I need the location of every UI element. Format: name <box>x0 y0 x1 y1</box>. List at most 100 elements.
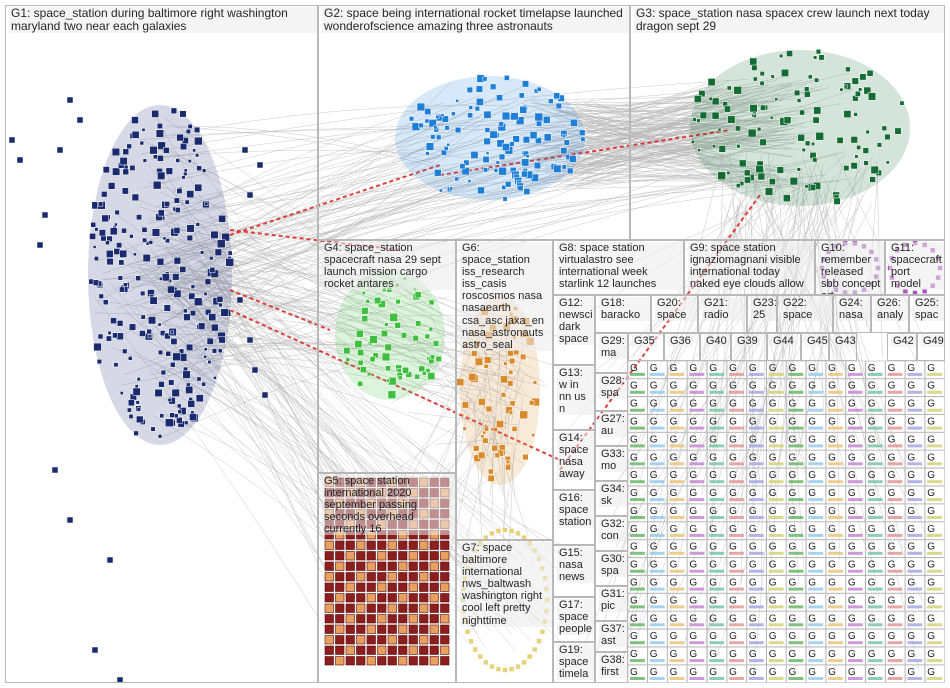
node[interactable] <box>354 340 363 348</box>
node[interactable] <box>398 656 408 666</box>
node[interactable] <box>98 293 104 299</box>
node[interactable] <box>649 408 665 412</box>
node[interactable] <box>520 353 527 360</box>
node[interactable] <box>356 593 366 603</box>
node[interactable] <box>847 390 863 394</box>
node[interactable] <box>408 551 418 561</box>
node[interactable] <box>211 348 218 354</box>
node[interactable] <box>335 614 345 624</box>
node[interactable] <box>414 373 420 380</box>
node[interactable] <box>184 199 190 205</box>
node[interactable] <box>735 125 741 132</box>
node[interactable] <box>209 256 214 261</box>
node[interactable] <box>455 99 459 103</box>
node[interactable] <box>148 240 154 245</box>
node[interactable] <box>398 603 408 613</box>
node[interactable] <box>495 160 500 165</box>
node[interactable] <box>387 390 397 399</box>
node[interactable] <box>402 366 409 374</box>
node[interactable] <box>561 164 567 170</box>
node[interactable] <box>408 572 418 582</box>
node[interactable] <box>454 126 462 134</box>
node[interactable] <box>853 112 858 117</box>
node[interactable] <box>126 407 132 413</box>
node[interactable] <box>112 167 121 176</box>
node[interactable] <box>196 376 202 382</box>
node[interactable] <box>428 299 435 306</box>
node[interactable] <box>697 148 701 152</box>
node[interactable] <box>788 390 804 394</box>
node[interactable] <box>356 582 366 592</box>
node[interactable] <box>828 372 843 376</box>
node[interactable] <box>131 193 140 202</box>
node[interactable] <box>414 291 422 299</box>
node[interactable] <box>424 108 432 115</box>
node[interactable] <box>366 561 376 571</box>
node[interactable] <box>139 330 146 337</box>
node[interactable] <box>483 659 489 666</box>
node[interactable] <box>356 551 366 561</box>
node[interactable] <box>98 229 106 237</box>
node[interactable] <box>811 141 815 146</box>
node[interactable] <box>386 378 390 383</box>
node[interactable] <box>768 390 784 394</box>
node[interactable] <box>377 603 387 613</box>
node[interactable] <box>400 332 407 339</box>
node[interactable] <box>419 551 429 561</box>
node[interactable] <box>482 156 490 163</box>
node[interactable] <box>808 372 824 376</box>
node[interactable] <box>213 376 217 380</box>
node[interactable] <box>570 118 578 127</box>
node[interactable] <box>173 227 181 234</box>
node[interactable] <box>227 250 233 256</box>
node[interactable] <box>711 111 720 120</box>
node[interactable] <box>788 426 804 430</box>
node[interactable] <box>500 375 508 384</box>
node[interactable] <box>863 86 872 95</box>
node[interactable] <box>361 291 366 295</box>
node[interactable] <box>866 69 874 77</box>
node[interactable] <box>136 377 141 382</box>
node[interactable] <box>398 614 408 624</box>
node[interactable] <box>202 168 207 173</box>
node[interactable] <box>398 582 408 592</box>
node[interactable] <box>324 614 334 624</box>
node[interactable] <box>140 314 146 320</box>
node[interactable] <box>630 426 645 430</box>
node[interactable] <box>560 147 568 155</box>
node[interactable] <box>121 187 129 195</box>
node[interactable] <box>429 656 439 666</box>
node[interactable] <box>884 133 891 141</box>
node[interactable] <box>438 188 443 193</box>
node[interactable] <box>567 167 574 175</box>
node[interactable] <box>419 624 429 634</box>
node[interactable] <box>440 635 450 645</box>
node[interactable] <box>408 582 418 592</box>
node[interactable] <box>324 624 334 634</box>
node[interactable] <box>440 614 450 624</box>
node[interactable] <box>770 74 775 79</box>
node[interactable] <box>804 184 809 189</box>
node[interactable] <box>387 603 397 613</box>
node[interactable] <box>183 313 191 321</box>
node[interactable] <box>175 158 181 163</box>
node[interactable] <box>204 201 209 206</box>
node[interactable] <box>494 452 500 458</box>
node[interactable] <box>159 413 165 419</box>
node[interactable] <box>387 635 397 645</box>
node[interactable] <box>727 115 736 124</box>
node[interactable] <box>649 390 665 394</box>
node[interactable] <box>186 343 194 351</box>
node[interactable] <box>167 398 172 402</box>
node[interactable] <box>118 259 125 266</box>
node[interactable] <box>474 106 480 112</box>
node[interactable] <box>726 171 731 175</box>
node[interactable] <box>195 222 200 227</box>
node[interactable] <box>398 593 408 603</box>
node[interactable] <box>495 528 502 534</box>
node[interactable] <box>335 603 345 613</box>
node[interactable] <box>429 603 439 613</box>
node[interactable] <box>869 176 876 183</box>
node[interactable] <box>93 342 102 352</box>
node[interactable] <box>440 113 445 118</box>
